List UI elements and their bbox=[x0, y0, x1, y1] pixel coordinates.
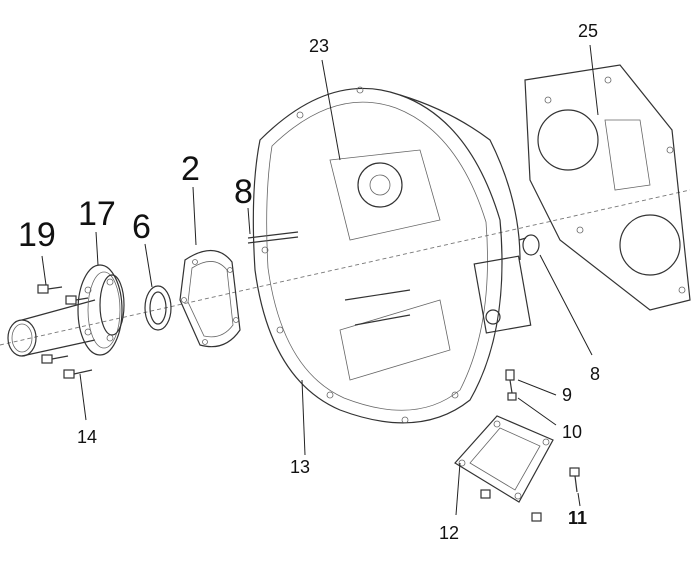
seal-ring-part-6 bbox=[144, 285, 172, 331]
bell-housing-part-13 bbox=[252, 86, 532, 424]
gasket-part-2 bbox=[179, 249, 241, 348]
cover-plate-part-12 bbox=[454, 415, 554, 503]
cover-gasket-part-25 bbox=[524, 64, 691, 311]
callout-25: 25 bbox=[578, 21, 599, 41]
callout-12: 12 bbox=[439, 523, 460, 543]
callout-17: 17 bbox=[78, 195, 116, 233]
bolts-part-11 bbox=[480, 467, 580, 522]
callout-8-left: 8 bbox=[234, 173, 253, 211]
callout-11: 11 bbox=[568, 508, 588, 528]
shaft-tube bbox=[7, 299, 96, 357]
bolts-part-19 bbox=[37, 284, 89, 305]
callout-6: 6 bbox=[132, 208, 151, 246]
callout-8-right: 8 bbox=[590, 364, 601, 384]
screw-parts-9-10 bbox=[505, 369, 517, 401]
plug-part-8-right bbox=[518, 234, 540, 256]
callout-19: 19 bbox=[18, 216, 56, 254]
callout-13: 13 bbox=[290, 457, 311, 477]
callout-2: 2 bbox=[181, 150, 200, 188]
callout-9: 9 bbox=[562, 385, 573, 405]
callout-23: 23 bbox=[309, 36, 330, 56]
callout-14: 14 bbox=[77, 427, 98, 447]
bolts-part-14 bbox=[41, 354, 93, 379]
callout-10: 10 bbox=[562, 422, 583, 442]
stud-part-8-left bbox=[247, 231, 299, 244]
center-axis-line bbox=[0, 189, 691, 346]
leader-lines bbox=[41, 44, 599, 516]
flange-part-17 bbox=[77, 264, 125, 356]
